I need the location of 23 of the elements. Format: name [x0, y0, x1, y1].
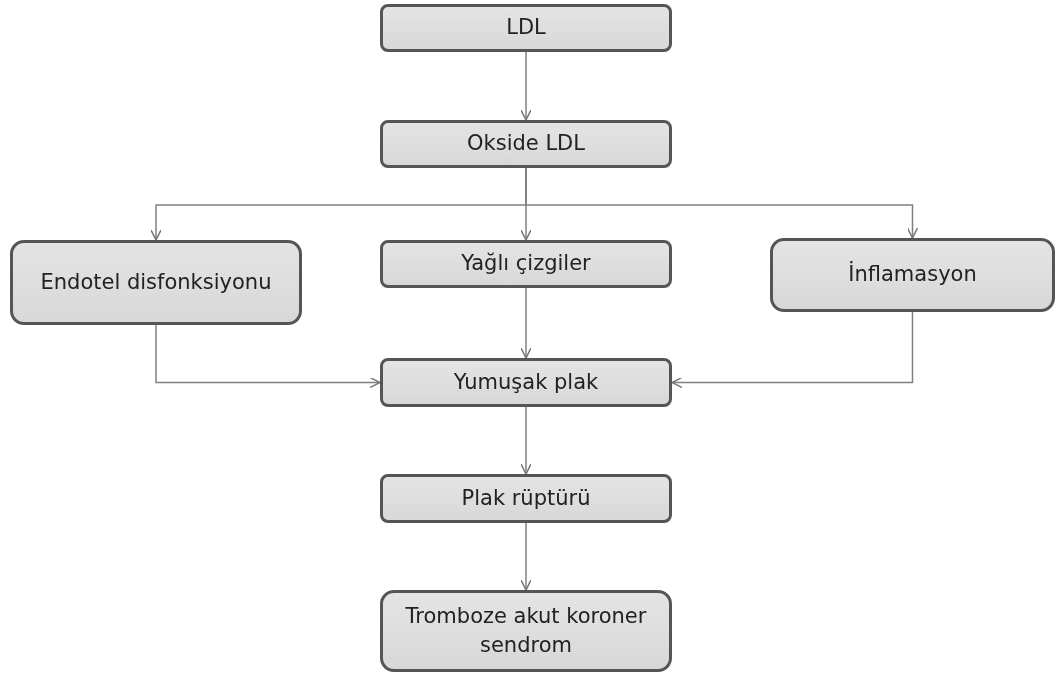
- process-box: [10, 240, 302, 325]
- box-label: Tromboze akut koroner sendrom: [404, 602, 648, 659]
- process-box: [380, 358, 672, 407]
- process-box: [770, 238, 1055, 312]
- arrow: [155, 324, 381, 389]
- process-box: [380, 240, 672, 288]
- process-box: [380, 590, 672, 672]
- box-label: Okside LDL: [467, 130, 585, 158]
- arrow: [520, 51, 532, 121]
- arrow: [520, 287, 532, 359]
- box-label: Yağlı çizgiler: [461, 250, 591, 278]
- box-label: Endotel disfonksiyonu: [40, 268, 272, 296]
- box-label: İnflamasyon: [848, 260, 977, 289]
- process-box: [380, 120, 672, 168]
- process-box: [380, 474, 672, 523]
- box-label: Plak rüptürü: [461, 484, 591, 512]
- arrow: [525, 167, 919, 239]
- arrow: [520, 406, 532, 475]
- arrow: [671, 311, 914, 389]
- process-box: [380, 4, 672, 52]
- box-label: Yumuşak plak: [453, 368, 599, 396]
- arrow: [520, 522, 532, 591]
- box-label: LDL: [506, 14, 546, 42]
